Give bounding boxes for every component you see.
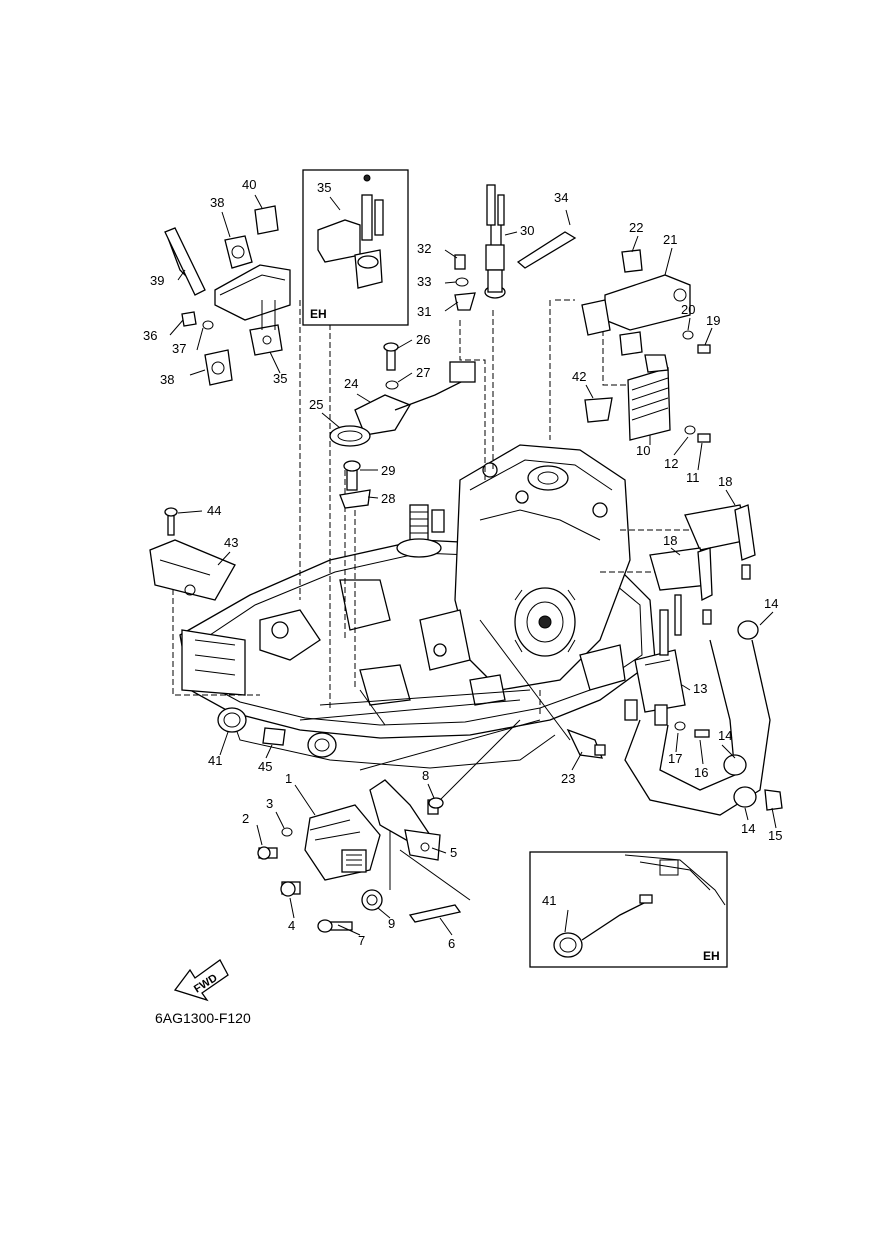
leader-lines (172, 270, 690, 901)
cover-plate (149, 507, 236, 601)
callout-41b: 41 (542, 893, 556, 908)
callout-28: 28 (381, 491, 395, 506)
callout-45: 45 (258, 759, 272, 774)
callout-16: 16 (694, 765, 708, 780)
callout-4: 4 (288, 918, 295, 933)
callout-21: 21 (663, 232, 677, 247)
callout-3: 3 (266, 796, 273, 811)
callout-leaders (169, 194, 777, 936)
callout-41a: 41 (208, 753, 222, 768)
callout-12: 12 (664, 456, 678, 471)
callout-19: 19 (706, 313, 720, 328)
callout-14b: 14 (718, 728, 732, 743)
regulator-assembly (581, 249, 711, 443)
callout-35a: 35 (317, 180, 331, 195)
callout-18a: 18 (718, 474, 732, 489)
callout-44: 44 (207, 503, 221, 518)
grommet-assembly (329, 342, 476, 509)
callout-24: 24 (344, 376, 358, 391)
cdi-assembly (257, 779, 462, 933)
inset-tag-top: EH (310, 307, 327, 321)
callout-39: 39 (150, 273, 164, 288)
callout-22: 22 (629, 220, 643, 235)
callout-10: 10 (636, 443, 650, 458)
fwd-arrow-icon: FWD (173, 959, 229, 1002)
callout-36: 36 (143, 328, 157, 343)
callout-42: 42 (572, 369, 586, 384)
callout-14c: 14 (741, 821, 755, 836)
plug-and-label (217, 707, 286, 746)
callout-35b: 35 (273, 371, 287, 386)
callout-31: 31 (417, 304, 431, 319)
callout-7: 7 (358, 933, 365, 948)
callout-6: 6 (448, 936, 455, 951)
diagram-code: 6AG1300-F120 (155, 1010, 251, 1026)
callout-23: 23 (561, 771, 575, 786)
callout-1: 1 (285, 771, 292, 786)
callout-33: 33 (417, 274, 431, 289)
callout-8: 8 (422, 768, 429, 783)
callout-11: 11 (686, 470, 700, 485)
bracket-assembly (164, 205, 291, 386)
callout-38a: 38 (210, 195, 224, 210)
callout-30: 30 (520, 223, 534, 238)
callout-14a: 14 (764, 596, 778, 611)
callout-5: 5 (450, 845, 457, 860)
callout-9: 9 (388, 916, 395, 931)
ignition-assembly (624, 504, 783, 816)
callout-29: 29 (381, 463, 395, 478)
inset-eh-top (302, 169, 409, 326)
temp-sensor (566, 728, 606, 759)
inset-tag-bottom: EH (703, 949, 720, 963)
callout-34: 34 (554, 190, 568, 205)
callout-40: 40 (242, 177, 256, 192)
callout-43: 43 (224, 535, 238, 550)
callout-38b: 38 (160, 372, 174, 387)
callout-15: 15 (768, 828, 782, 843)
callout-25: 25 (309, 397, 323, 412)
callout-labels: 1 2 3 4 5 6 7 8 9 10 11 12 13 14 14 14 1… (143, 177, 782, 951)
callout-2: 2 (242, 811, 249, 826)
callout-27: 27 (416, 365, 430, 380)
callout-26: 26 (416, 332, 430, 347)
inset-eh-bottom (529, 851, 728, 968)
engine-block (179, 444, 656, 769)
callout-37: 37 (172, 341, 186, 356)
callout-13: 13 (693, 681, 707, 696)
callout-18b: 18 (663, 533, 677, 548)
callout-32: 32 (417, 241, 431, 256)
callout-17: 17 (668, 751, 682, 766)
callout-20: 20 (681, 302, 695, 317)
sender-assembly (454, 184, 577, 311)
